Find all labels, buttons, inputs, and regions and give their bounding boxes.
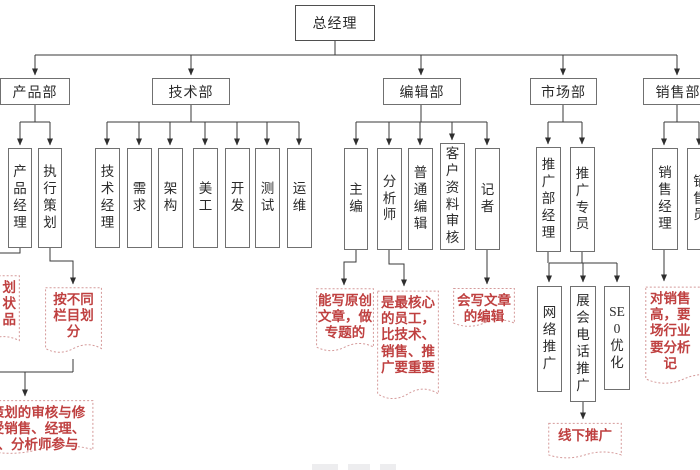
role-box-exec-planning: 执行策划 xyxy=(38,148,62,248)
role-box-product-manager: 产品经理 xyxy=(8,148,32,248)
note-text: 是最核心的员工，比技术、销售、推广要重要 xyxy=(381,295,435,375)
role-box-requirements: 需求 xyxy=(127,148,152,248)
watermark-smudge xyxy=(348,464,370,470)
dept-label: 编辑部 xyxy=(399,85,445,101)
note-chief-editor: 能写原创文章，做专题的 xyxy=(316,288,374,360)
note-by-column: 按不同栏目划分 xyxy=(45,287,102,362)
role-box-reporter: 记者 xyxy=(475,148,500,250)
role-box-promo-manager: 推广部经理 xyxy=(536,147,561,252)
note-text: 能写原创文章，做专题的 xyxy=(318,293,372,341)
role-box-testing: 测试 xyxy=(255,148,280,248)
note-sales-clipped: 对销售 高，要 场行业 要分析 记 xyxy=(645,286,700,394)
role-box-editor: 普通编辑 xyxy=(408,148,433,250)
root-box-general-manager: 总经理 xyxy=(295,5,375,41)
dept-box-product: 产品部 xyxy=(0,78,70,105)
note-reporter: 会写文章的编辑 xyxy=(453,288,515,333)
dept-box-editorial: 编辑部 xyxy=(383,78,461,105)
dept-label: 技术部 xyxy=(168,85,214,101)
role-box-exhibition-phone-promo: 展会电话推广 xyxy=(570,286,596,402)
note-left-clipped: 划 状 品 xyxy=(0,275,20,355)
role-box-analyst: 分析师 xyxy=(377,148,402,250)
note-review: 策划的审核与修 受销售、经理、 、分析师参与 xyxy=(0,400,94,462)
dept-label: 产品部 xyxy=(12,85,58,101)
role-box-sales-manager: 销售经理 xyxy=(652,148,678,250)
role-box-network-promo: 网络推广 xyxy=(537,286,562,392)
dept-box-sales: 销售部 xyxy=(643,78,700,105)
watermark-smudge xyxy=(312,464,338,470)
dept-box-technology: 技术部 xyxy=(152,78,230,105)
role-box-operations: 运维 xyxy=(287,148,312,248)
note-offline-promo: 线下推广 xyxy=(548,423,622,465)
dept-label: 销售部 xyxy=(655,85,700,101)
dept-label: 市场部 xyxy=(541,85,586,101)
role-box-chief-editor: 主编 xyxy=(344,148,368,250)
note-text: 按不同栏目划分 xyxy=(53,292,94,340)
note-analyst: 是最核心的员工，比技术、销售、推广要重要 xyxy=(377,290,439,408)
root-label: 总经理 xyxy=(312,17,358,32)
role-box-development: 开发 xyxy=(225,148,250,248)
note-text: 会写文章的编辑 xyxy=(457,293,511,325)
note-text: 划 状 品 xyxy=(2,280,17,328)
role-box-art: 美工 xyxy=(193,148,218,248)
note-text: 对销售 高，要 场行业 要分析 记 xyxy=(650,291,691,371)
role-box-data-review: 客户资料审核 xyxy=(440,143,465,250)
note-text: 线下推广 xyxy=(558,428,612,443)
role-box-seo: SE 0 优 化 xyxy=(604,286,630,390)
role-box-salesperson: 销售员 xyxy=(687,148,700,250)
watermark-smudge xyxy=(380,464,396,470)
role-box-tech-manager: 技术经理 xyxy=(95,148,120,248)
dept-box-marketing: 市场部 xyxy=(530,78,597,105)
role-box-promo-specialist: 推广专员 xyxy=(570,147,595,252)
role-box-architecture: 架构 xyxy=(158,148,183,248)
note-text: 策划的审核与修 受销售、经理、 、分析师参与 xyxy=(0,405,86,453)
